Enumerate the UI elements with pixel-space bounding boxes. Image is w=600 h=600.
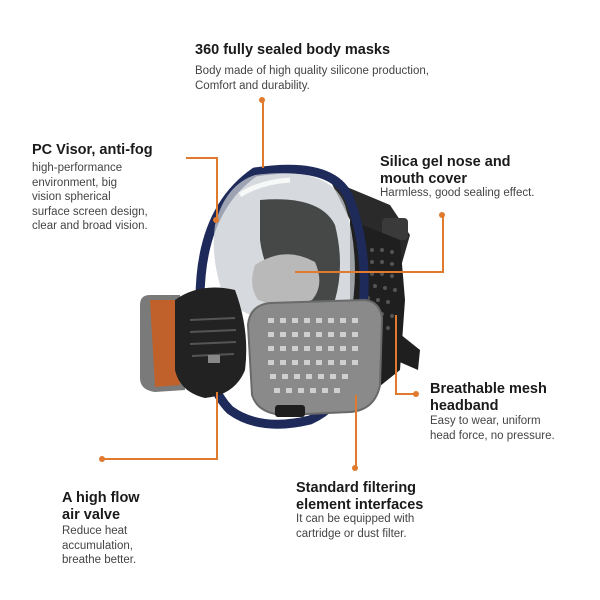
silica-nose-cup <box>252 254 320 305</box>
leader-line-valve-v <box>216 392 218 460</box>
callout-visor-desc: high-performance environment, big vision… <box>32 162 148 232</box>
leader-line-sealed <box>262 100 264 168</box>
leader-dot-sealed <box>259 97 265 103</box>
leader-line-headband-v <box>395 315 397 395</box>
leader-dot-silica <box>439 212 445 218</box>
callout-filter-title: Standard filtering element interfaces <box>296 480 424 513</box>
chin-strap <box>275 405 305 417</box>
leader-line-valve-h <box>102 458 218 460</box>
callout-silica-desc: Harmless, good sealing effect. <box>380 187 535 199</box>
leader-line-headband-h <box>395 393 415 395</box>
callout-visor-title: PC Visor, anti-fog <box>32 142 153 158</box>
filter-perforations <box>268 318 358 393</box>
visor-highlight <box>238 177 291 198</box>
callout-sealed-desc: Body made of high quality silicone produ… <box>195 65 429 92</box>
valve-nub <box>208 355 220 363</box>
callout-valve-title: A high flow air valve <box>62 490 140 523</box>
right-filter-cartridge <box>246 298 384 417</box>
leader-line-silica-h <box>295 271 444 273</box>
callout-valve-desc: Reduce heat accumulation, breathe better… <box>62 525 137 566</box>
callout-filter-desc: It can be equipped with cartridge or dus… <box>296 513 415 540</box>
headband-buckle <box>382 218 408 240</box>
leader-dot-headband <box>413 391 419 397</box>
leader-line-filter <box>355 395 357 467</box>
callout-silica-title: Silica gel nose and mouth cover <box>380 154 511 187</box>
leader-dot-filter <box>352 465 358 471</box>
leader-dot-valve <box>99 456 105 462</box>
left-filter-label <box>150 300 180 387</box>
callout-sealed-title: 360 fully sealed body masks <box>195 42 391 58</box>
leader-line-silica-v <box>442 216 444 272</box>
side-strap <box>395 330 420 370</box>
leader-dot-visor <box>213 217 219 223</box>
callout-headband-desc: Easy to wear, uniform head force, no pre… <box>430 415 555 442</box>
leader-line-visor-v <box>216 157 218 219</box>
leader-line-visor-h <box>186 157 218 159</box>
callout-headband-title: Breathable mesh headband <box>430 381 547 414</box>
